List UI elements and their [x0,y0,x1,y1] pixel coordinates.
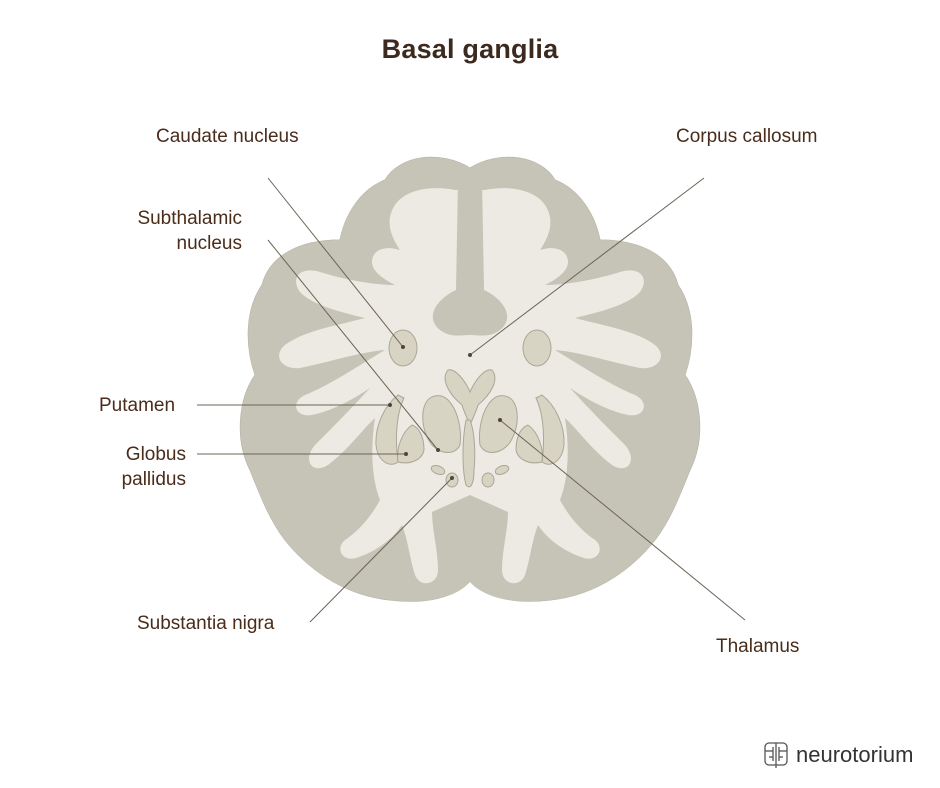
midline-fissure [432,180,508,336]
brand-name: neurotorium [796,742,914,767]
fornix [444,369,496,427]
dot-putamen [388,403,392,407]
dot-caudate [401,345,405,349]
third-ventricle [462,419,476,488]
label-subthalamic-line2: nucleus [176,233,243,254]
label-caudate-nucleus: Caudate nucleus [156,126,299,147]
leader-thalamus [499,419,746,621]
substantia-nigra-right [481,472,495,488]
brain-logo-icon [764,742,788,768]
putamen-right [535,394,565,465]
label-putamen: Putamen [99,395,176,416]
label-globus-line1: Globus [125,444,186,465]
leader-caudate [267,177,404,348]
leader-corpus [469,177,705,356]
leader-subthalamic [267,239,439,451]
white-matter-left [279,188,470,584]
label-subthalamic-line1: Subthalamic [137,208,242,229]
corpus-callosum [405,332,535,362]
dot-subthalamic [436,448,440,452]
subthalamic-nucleus [430,465,446,475]
white-matter-right [470,188,661,584]
dot-substantia [450,476,454,480]
dot-corpus [468,353,472,357]
dot-globus [404,452,408,456]
diagram-title: Basal ganglia [381,34,559,64]
thalamus-left [422,395,461,453]
label-globus-pallidus: Globus pallidus [100,442,186,492]
caudate-nucleus-right [522,329,552,367]
label-substantia-nigra: Substantia nigra [137,613,275,634]
label-thalamus: Thalamus [716,636,800,657]
subthalamic-nucleus-right [494,465,510,475]
thalamus-right [479,395,518,453]
label-subthalamic-nucleus: Subthalamic nucleus [122,206,242,256]
label-globus-line2: pallidus [121,469,186,490]
dot-thalamus [498,418,502,422]
putamen-left [375,394,405,465]
label-corpus-callosum: Corpus callosum [676,126,818,147]
brand-logo: neurotorium [762,738,913,772]
leader-substantia [309,477,453,623]
